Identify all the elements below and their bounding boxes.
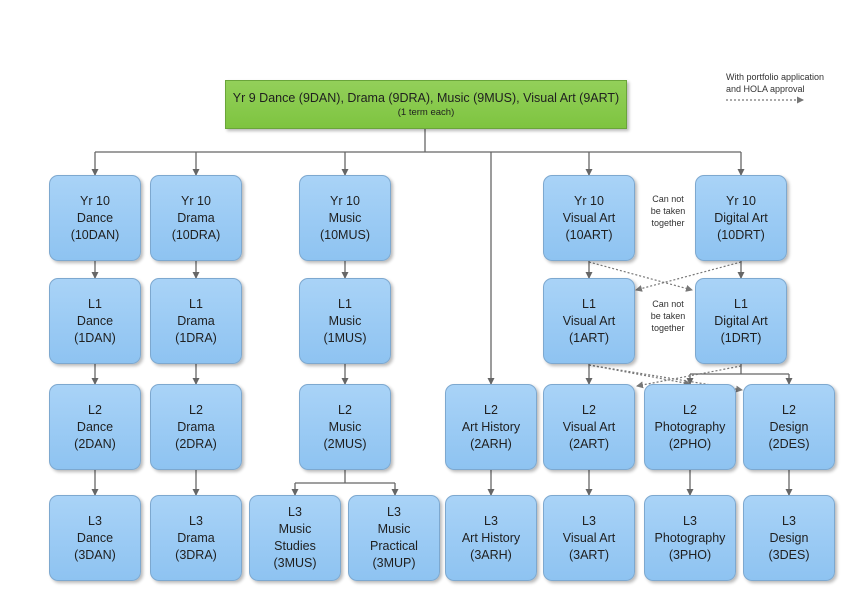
- yr9-root-node: Yr 9 Dance (9DAN), Drama (9DRA), Music (…: [225, 80, 627, 129]
- note-yr10-exclusive: Can not be taken together: [650, 194, 686, 228]
- legend-line-1: With portfolio application: [726, 72, 825, 82]
- legend-line-2: and HOLA approval: [726, 84, 805, 94]
- root-title: Yr 9 Dance (9DAN), Drama (9DRA), Music (…: [232, 91, 620, 105]
- legend-portfolio: With portfolio application and HOLA appr…: [726, 71, 824, 95]
- root-subtitle: (1 term each): [397, 107, 455, 118]
- note-l1-exclusive: Can not be taken together: [650, 299, 686, 333]
